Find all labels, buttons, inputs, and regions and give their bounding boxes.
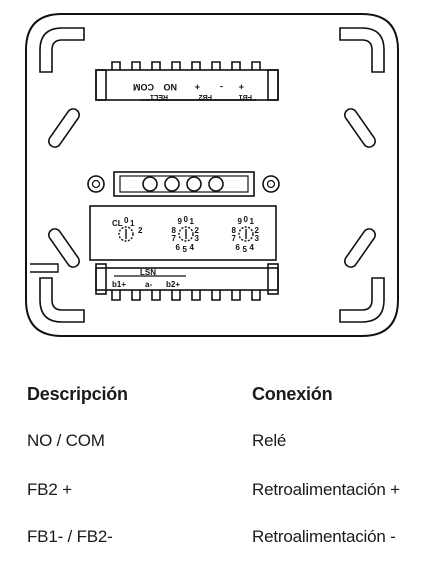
cl-dial: CL 0 1 2 xyxy=(112,216,143,242)
header-connection: Conexión xyxy=(252,384,333,404)
row3-connection: Retroalimentación - xyxy=(252,527,396,546)
dial-a-digit-4: 2 xyxy=(195,226,200,235)
label-minus-1: - xyxy=(220,82,223,92)
label-b2-plus: b2+ xyxy=(166,280,180,289)
dial-a-digit-1: 0 xyxy=(184,215,189,224)
middle-connector xyxy=(87,171,280,197)
corner-ear-bottom-right xyxy=(339,277,385,323)
top-terminal-block: NO COM + - + REL1 FB2 FB1 xyxy=(95,61,279,101)
dial-b-digit-3: 8 xyxy=(232,226,237,235)
label-cl: CL xyxy=(112,219,123,228)
slot-top-right xyxy=(344,108,376,148)
cl-dial-1: 1 xyxy=(130,219,135,228)
dial-b-digit-6: 3 xyxy=(255,234,260,243)
label-lsn: LSN xyxy=(140,268,156,277)
dial-a-digit-7: 6 xyxy=(176,243,181,252)
dial-b-digit-5: 7 xyxy=(232,234,237,243)
slot-bottom-left xyxy=(48,228,80,268)
side-notch xyxy=(30,263,59,273)
dial-b-digit-9: 4 xyxy=(250,243,255,252)
cl-dial-2: 2 xyxy=(138,226,143,235)
cl-dial-0: 0 xyxy=(124,216,129,225)
dial-b-digit-0: 9 xyxy=(238,217,243,226)
corner-ear-bottom-left xyxy=(39,277,85,323)
header-description: Descripción xyxy=(27,384,128,404)
label-com: COM xyxy=(133,82,154,92)
module-housing xyxy=(25,13,399,337)
row3-description: FB1- / FB2- xyxy=(27,527,113,546)
dial-a-digit-0: 9 xyxy=(178,217,183,226)
module-wiring-diagram: NO COM + - + REL1 FB2 FB1 CL 0 1 2 xyxy=(25,13,399,337)
dial-b-digit-2: 1 xyxy=(250,217,255,226)
slot-top-left xyxy=(48,108,80,148)
dial-b-digit-1: 0 xyxy=(244,215,249,224)
dial-b-digit-7: 6 xyxy=(236,243,241,252)
dial-b-digit-4: 2 xyxy=(255,226,260,235)
dial-a-digit-2: 1 xyxy=(190,217,195,226)
label-no: NO xyxy=(164,82,178,92)
row2-connection: Retroalimentación + xyxy=(252,480,400,499)
dial-a-digit-6: 3 xyxy=(195,234,200,243)
corner-ear-top-right xyxy=(339,27,385,73)
dial-a-digit-3: 8 xyxy=(172,226,177,235)
row2-description: FB2 + xyxy=(27,480,72,499)
dial-a-digit-5: 7 xyxy=(172,234,177,243)
dial-b-digit-8: 5 xyxy=(243,245,248,254)
row1-connection: Relé xyxy=(252,431,287,450)
slot-bottom-right xyxy=(344,228,376,268)
label-fb2: FB2 xyxy=(199,93,212,100)
corner-ear-top-left xyxy=(39,27,85,73)
dial-a-digit-9: 4 xyxy=(190,243,195,252)
label-plus-1: + xyxy=(195,82,200,92)
label-rel1: REL1 xyxy=(150,93,168,100)
label-b1-plus: b1+ xyxy=(112,280,126,289)
label-a-minus: a- xyxy=(145,280,152,289)
row1-description: NO / COM xyxy=(27,431,105,450)
dial-a-digit-8: 5 xyxy=(183,245,188,254)
label-fb1: FB1 xyxy=(239,93,252,100)
bottom-terminal-block: LSN b1+ a- b2+ xyxy=(95,263,279,301)
label-plus-2: + xyxy=(239,82,244,92)
